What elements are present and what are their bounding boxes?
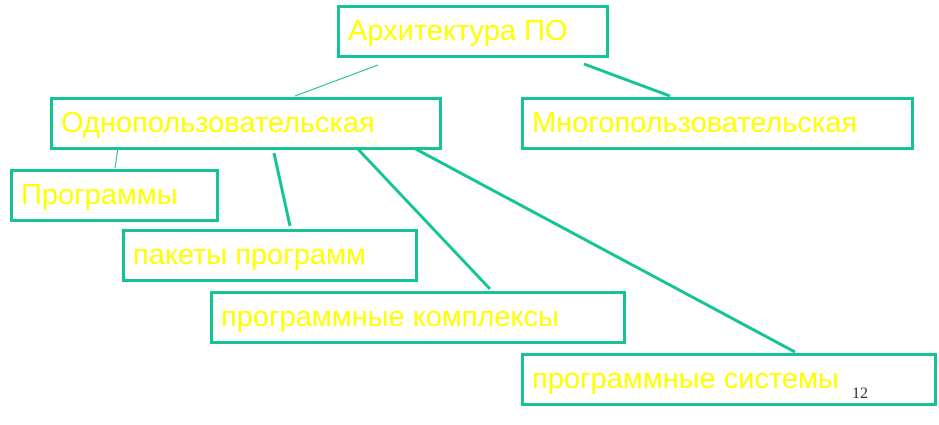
node-architecture-po: Архитектура ПО xyxy=(337,5,609,58)
connector-single-user-to-programs xyxy=(114,147,119,169)
connector-single-user-to-complexes xyxy=(353,144,492,291)
connector-root-to-single-user xyxy=(294,64,379,97)
connector-single-user-to-systems xyxy=(411,145,796,354)
node-program-complexes: программные комплексы xyxy=(210,291,626,344)
connector-single-user-to-packages xyxy=(272,152,292,227)
node-program-systems: программные системы xyxy=(521,353,937,406)
page-number: 12 xyxy=(852,385,868,402)
node-program-packages: пакеты программ xyxy=(122,229,418,282)
connector-root-to-multi-user xyxy=(583,62,671,98)
node-multi-user: Многопользовательская xyxy=(521,97,914,150)
node-single-user: Однопользовательская xyxy=(50,97,442,150)
node-programs: Программы xyxy=(10,169,219,222)
